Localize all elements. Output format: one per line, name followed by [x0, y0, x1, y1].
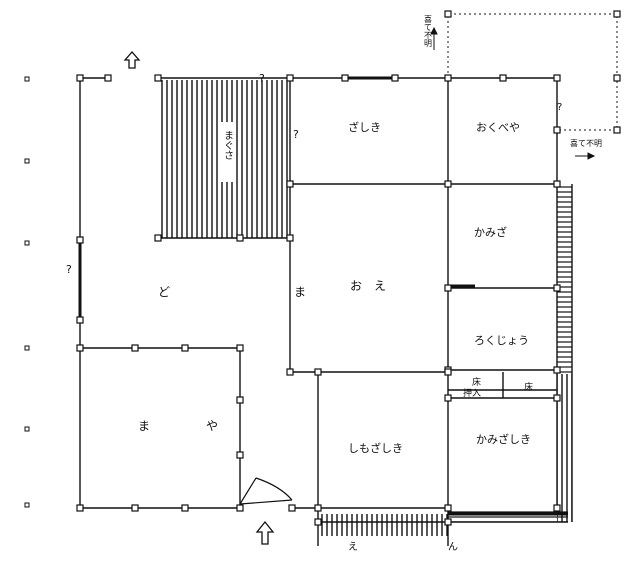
- post: [444, 10, 452, 18]
- room-shimozashiki: しもざしき: [348, 441, 403, 455]
- unknown-mark-magusa: ?: [293, 128, 299, 141]
- post: [181, 504, 189, 512]
- margin-marks: [24, 76, 30, 508]
- entrance-door: [239, 477, 293, 505]
- room-magusa: まぐさ: [222, 130, 233, 160]
- post: [76, 236, 84, 244]
- post: [444, 74, 452, 82]
- post: [76, 74, 84, 82]
- post: [553, 504, 561, 512]
- post: [154, 234, 162, 242]
- room-kamiza: かみざ: [474, 225, 507, 239]
- toko-right: 床: [524, 381, 533, 393]
- post: [76, 316, 84, 324]
- entrance-arrow-icon: [255, 520, 275, 545]
- room-umaya: ま や: [138, 419, 240, 433]
- north-arrow-icon: [123, 51, 141, 69]
- posts: [76, 10, 621, 526]
- post: [286, 74, 294, 82]
- room-rokujo: ろくじょう: [474, 334, 529, 347]
- unknown-mark-right: ?: [557, 102, 562, 113]
- post: [154, 74, 162, 82]
- post: [131, 344, 139, 352]
- post: [181, 344, 189, 352]
- oshiire: 押入: [463, 387, 481, 399]
- post: [104, 74, 112, 82]
- note-fumei-top: 喜て不明: [424, 14, 433, 48]
- room-okubeya: おくべや: [476, 121, 520, 134]
- post: [444, 180, 452, 188]
- post: [288, 504, 296, 512]
- right-veranda-hatch: [557, 184, 572, 374]
- post: [444, 504, 452, 512]
- post: [236, 451, 244, 459]
- post: [236, 344, 244, 352]
- post: [341, 74, 349, 82]
- post: [76, 504, 84, 512]
- right-veranda-dark: [557, 374, 572, 522]
- post: [286, 368, 294, 376]
- post: [553, 366, 561, 374]
- post: [613, 126, 621, 134]
- post: [553, 180, 561, 188]
- note-fumei-right: 喜て不明: [570, 138, 602, 148]
- post: [314, 518, 322, 526]
- post: [131, 504, 139, 512]
- post: [236, 504, 244, 512]
- post: [236, 234, 244, 242]
- openings: [78, 76, 568, 516]
- post: [444, 394, 452, 402]
- room-kamizashiki: かみざしき: [476, 432, 531, 446]
- post: [553, 74, 561, 82]
- note-arrows: [430, 26, 596, 160]
- dashed-outline: [289, 13, 618, 184]
- post: [553, 126, 561, 134]
- toko-left: 床: [472, 376, 481, 388]
- post: [613, 10, 621, 18]
- walls: [79, 77, 573, 546]
- room-doma: ど ま: [158, 285, 362, 299]
- post: [499, 74, 507, 82]
- post: [613, 74, 621, 82]
- post: [444, 518, 452, 526]
- post: [444, 368, 452, 376]
- room-oe: お え: [350, 279, 386, 293]
- post: [76, 344, 84, 352]
- unknown-mark-top: ?: [259, 72, 265, 85]
- post: [553, 284, 561, 292]
- post: [314, 368, 322, 376]
- post: [553, 394, 561, 402]
- bottom-veranda-hatch: [318, 514, 448, 536]
- post: [444, 284, 452, 292]
- unknown-mark-left: ?: [66, 263, 72, 276]
- post: [314, 504, 322, 512]
- room-zashiki: ざしき: [348, 120, 381, 134]
- post: [391, 74, 399, 82]
- post: [236, 396, 244, 404]
- post: [286, 180, 294, 188]
- magusa-label-bg: [218, 122, 236, 182]
- veranda-en: え ん: [348, 541, 498, 553]
- post: [286, 234, 294, 242]
